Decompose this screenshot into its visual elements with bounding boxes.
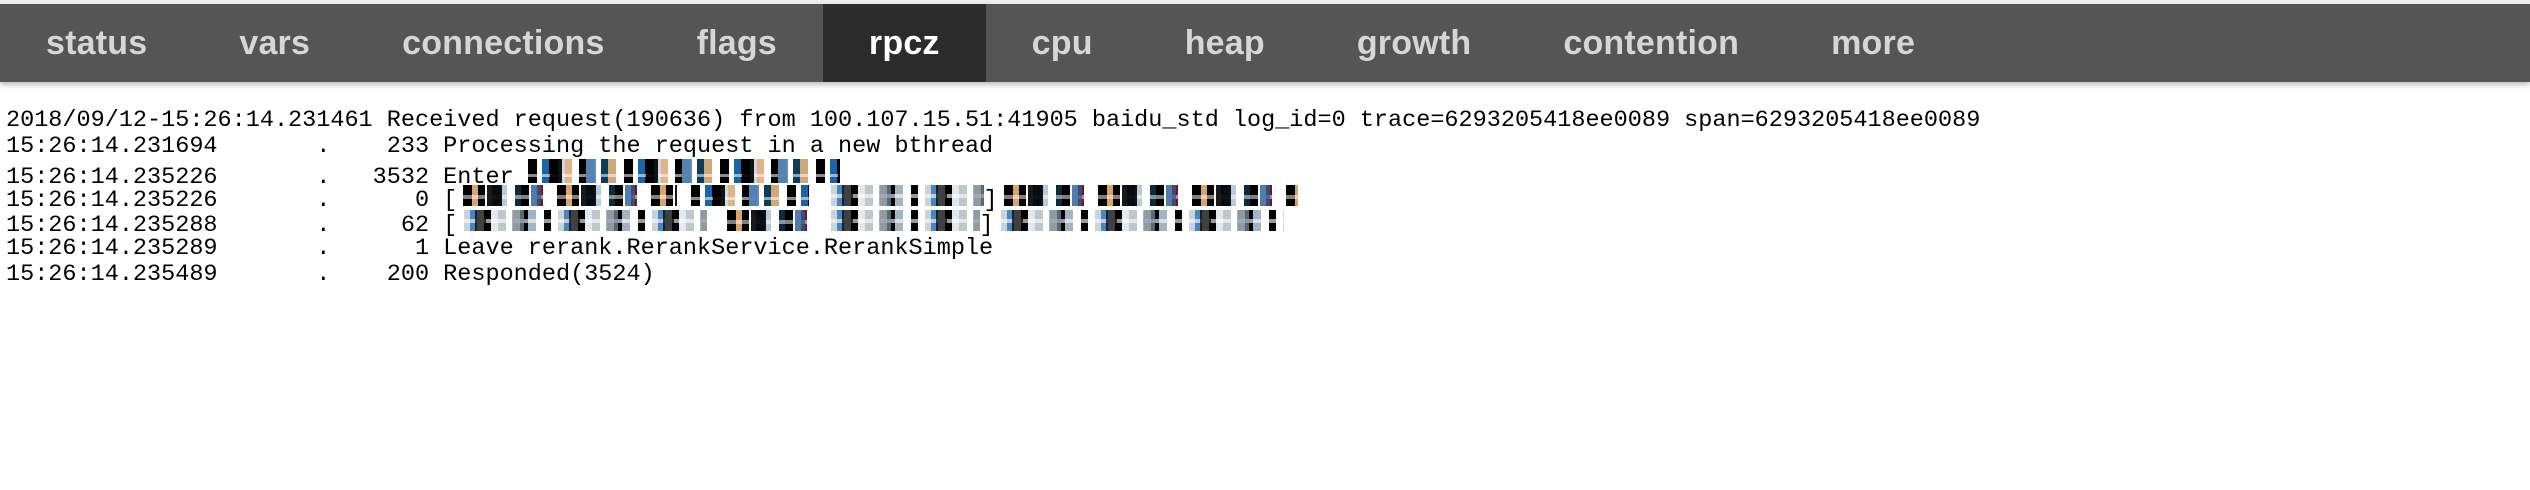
- redacted-text-block: [997, 184, 1298, 206]
- redacted-text-block: [691, 184, 810, 206]
- log-line-text: 2018/09/12-15:26:14.231461 Received requ…: [6, 107, 1981, 134]
- log-line: 15:26:14.231694 . 233 Processing the req…: [6, 132, 2530, 160]
- nav-item-flags[interactable]: flags: [696, 23, 777, 62]
- log-bracket-close: ]: [983, 186, 998, 214]
- redacted-text-block: [527, 159, 840, 184]
- redacted-text-block: [823, 184, 984, 206]
- navigation-bar: status vars connections flags rpcz cpu heap gro…: [0, 4, 2530, 82]
- navigation-bar-wrapper: status vars connections flags rpcz cpu heap gro…: [0, 0, 2530, 82]
- nav-item-heap[interactable]: heap: [1184, 23, 1265, 62]
- log-line: 15:26:14.235226 . 3532 Enter: [6, 159, 2530, 190]
- log-line-text: 15:26:14.231694 . 233 Processing the req…: [6, 132, 994, 160]
- nav-item-connections[interactable]: connections: [402, 23, 605, 62]
- log-line: 15:26:14.235489 . 200 Responded(3524): [6, 260, 2530, 288]
- nav-item-cpu[interactable]: cpu: [1031, 23, 1093, 62]
- nav-item-vars[interactable]: vars: [239, 23, 311, 62]
- redacted-text-block: [457, 210, 708, 232]
- redacted-text-block: [721, 210, 810, 232]
- nav-item-growth[interactable]: growth: [1356, 23, 1472, 62]
- log-line-prefix: 15:26:14.235226 . 0 [: [6, 186, 458, 214]
- log-line: 15:26:14.235288 . 62 [ ]: [6, 210, 2530, 240]
- rpcz-log-output: 2018/09/12-15:26:14.231461 Received requ…: [0, 82, 2530, 287]
- log-line: 15:26:14.235226 . 0 [ ]: [6, 184, 2530, 214]
- log-line-prefix: 15:26:14.235288 . 62 [: [6, 212, 458, 240]
- nav-item-rpcz[interactable]: rpcz: [822, 4, 986, 82]
- log-bracket-close: ]: [979, 212, 994, 240]
- nav-spacer: [1961, 4, 2530, 82]
- redacted-text-block: [993, 210, 1284, 232]
- log-line: 2018/09/12-15:26:14.231461 Received requ…: [6, 108, 2530, 134]
- nav-item-status[interactable]: status: [46, 23, 148, 62]
- log-line-text: 15:26:14.235289 . 1 Leave rerank.RerankS…: [6, 234, 994, 262]
- log-line-text: 15:26:14.235489 . 200 Responded(3524): [6, 260, 655, 288]
- redacted-text-block: [457, 184, 678, 206]
- nav-item-more[interactable]: more: [1831, 23, 1916, 62]
- log-line: 15:26:14.235289 . 1 Leave rerank.RerankS…: [6, 236, 2530, 262]
- log-line-prefix: 15:26:14.235226 . 3532 Enter: [6, 164, 528, 192]
- redacted-text-block: [823, 210, 980, 232]
- log-gap: [809, 188, 823, 214]
- nav-item-contention[interactable]: contention: [1563, 23, 1740, 62]
